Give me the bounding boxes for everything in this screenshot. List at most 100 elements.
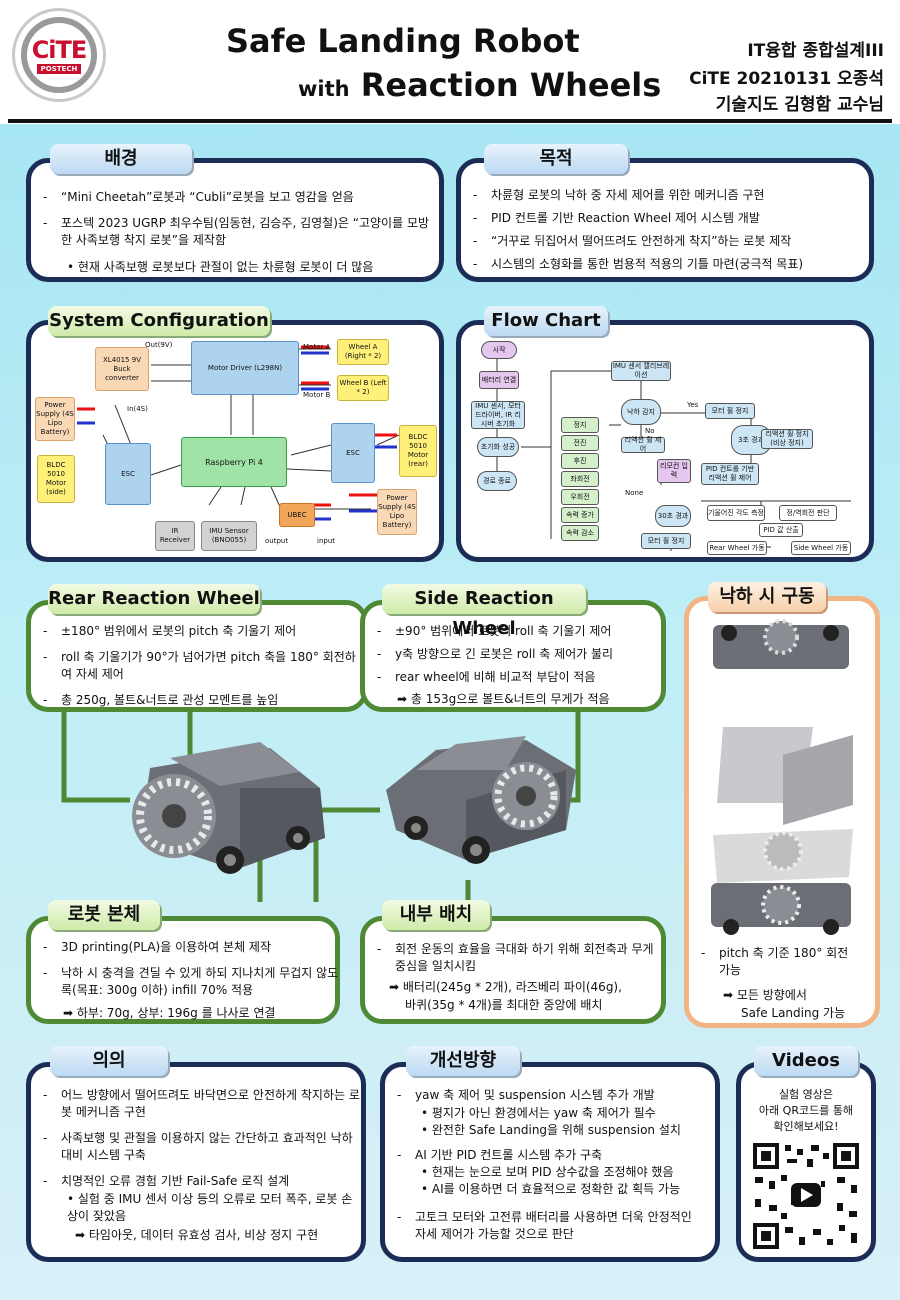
rear-item: roll 축 기울기가 90°가 넘어가면 pitch 축을 180° 회전하여… [39, 649, 363, 683]
system-config-box: Out(9V) In(4S) Motor A Motor B output in… [26, 320, 444, 562]
significance-item: 사족보행 및 관절을 이용하지 않는 간단하고 효과적인 낙하 대비 시스템 구… [39, 1130, 361, 1164]
purpose-item: “거꾸로 뒤집어서 떨어뜨려도 안전하게 착지”하는 로봇 제작 [469, 233, 869, 250]
purpose-item: 시스템의 소형화를 통한 범용적 적용의 기틀 마련(궁극적 목표) [469, 256, 869, 273]
cite-logo: CiTE POSTECH [12, 8, 106, 102]
improvement-box: yaw 축 제어 및 suspension 시스템 추가 개발 • 평지가 아닌… [380, 1062, 720, 1262]
videos-text: 아래 QR코드를 통해 [758, 1104, 854, 1117]
flow-menu-item: 속력 감소 [561, 525, 599, 541]
robot-body-box: 3D printing(PLA)을 이용하여 본체 제작 낙하 시 충격을 견딜… [26, 916, 340, 1024]
side-item: ±90° 범위에서 로봇의 roll 축 기울기 제어 [373, 623, 663, 640]
rear-wheel-label: Rear Reaction Wheel [48, 584, 260, 614]
flow-falling: 낙하 감지 [621, 399, 661, 425]
student-info: CiTE 20210131 오종석 [689, 69, 884, 89]
flow-remote: 리모컨 입력 [657, 459, 691, 483]
videos-text: 실험 영상은 [778, 1088, 834, 1101]
background-label: 배경 [50, 144, 192, 174]
power-supply-right-node: Power Supply (4S Lipo Battery) [377, 489, 417, 535]
body-item: 3D printing(PLA)을 이용하여 본체 제작 [39, 939, 339, 956]
side-item: rear wheel에 비해 비교적 부담이 적음 [373, 669, 663, 686]
buck-converter-node: XL4015 9V Buck converter [95, 347, 149, 391]
falling-drive-note: ➡ 모든 방향에서 [723, 988, 807, 1002]
internal-layout-label: 내부 배치 [382, 900, 490, 930]
falling-drive-note: Safe Landing 가능 [741, 1006, 846, 1020]
imu-sensor-node: IMU Sensor (BNO055) [201, 521, 257, 551]
significance-item: 어느 방향에서 떨어뜨려도 바닥면으로 안전하게 착지하는 로봇 메커니즘 구현 [39, 1087, 361, 1121]
motor-driver-node: Motor Driver (L298N) [191, 341, 299, 395]
falling-drive-box: pitch 축 기준 180° 회전 가능 ➡ 모든 방향에서 Safe Lan… [684, 596, 880, 1028]
bldc-rear-node: BLDC 5010 Motor (rear) [399, 425, 437, 477]
flow-pid: PID 컨트롤 기반 리액션 휠 제어 [701, 463, 759, 485]
falling-drive-item: pitch 축 기준 180° 회전 가능 [697, 945, 857, 979]
videos-label: Videos [754, 1046, 858, 1076]
in-label: In(4S) [127, 405, 148, 413]
flow-menu-item: 속력 증가 [561, 507, 599, 523]
falling-drive-label: 낙하 시 구동 [708, 582, 826, 612]
flow-init: IMU 센서, 모터 드라이버, IR 리시버 초기화 [471, 401, 525, 429]
flow-judge: 정/역회전 판단 [779, 505, 837, 521]
wheel-b-node: Wheel B (Left * 2) [337, 375, 389, 401]
flow-menu-item: 후진 [561, 453, 599, 469]
flow-side-drive: Side Wheel 가동 [791, 541, 851, 555]
rear-wheel-box: ±180° 범위에서 로봇의 pitch 축 기울기 제어 roll 축 기울기… [26, 600, 368, 712]
internal-layout-box: 회전 운동의 효율을 극대화 하기 위해 회전축과 무게중심을 일치시킴 ➡ 배… [360, 916, 666, 1024]
flow-menu-item: 정지 [561, 417, 599, 433]
out-label: Out(9V) [145, 341, 173, 349]
body-item: 낙하 시 충격을 견딜 수 있게 하되 지나치게 무겁지 않도록(목표: 300… [39, 965, 339, 999]
rear-robot-photo [132, 742, 325, 874]
side-note: ➡ 총 153g으로 볼트&너트의 무게가 적음 [397, 692, 610, 706]
logo-text: CiTE [31, 36, 88, 64]
purpose-item: 차륜형 로봇의 낙하 중 자세 제어를 위한 메커니즘 구현 [469, 187, 869, 204]
bldc-side-node: BLDC 5010 Motor (side) [37, 455, 75, 503]
esc-right-node: ESC [331, 423, 375, 483]
motor-b-label: Motor B [303, 391, 331, 399]
raspberry-pi-node: Raspberry Pi 4 [181, 437, 287, 487]
background-subitem: • 현재 사족보행 로봇보다 관절이 없는 차륜형 로봇이 더 많음 [67, 260, 374, 274]
output-label: output [265, 537, 289, 545]
videos-text: 확인해보세요! [773, 1120, 839, 1133]
purpose-item: PID 컨트롤 기반 Reaction Wheel 제어 시스템 개발 [469, 210, 869, 227]
flow-chart-label: Flow Chart [484, 306, 608, 336]
flow-no-label: No [645, 427, 655, 435]
side-wheel-box: ±90° 범위에서 로봇의 roll 축 기울기 제어 y축 방향으로 긴 로봇… [360, 600, 666, 712]
significance-label: 의의 [50, 1046, 168, 1076]
internal-item: 회전 운동의 효율을 극대화 하기 위해 회전축과 무게중심을 일치시킴 [373, 941, 663, 975]
flow-menu-item: 우회전 [561, 489, 599, 505]
side-robot-photo [386, 736, 576, 864]
purpose-box: 차륜형 로봇의 낙하 중 자세 제어를 위한 메커니즘 구현 PID 컨트롤 기… [456, 158, 874, 282]
flow-stop2: 모터 휠 정지 [641, 533, 691, 549]
side-wheel-label: Side Reaction Wheel [382, 584, 586, 639]
background-item: 포스텍 2023 UGRP 최우수팀(임동현, 김승주, 김영철)은 “고양이를… [39, 215, 435, 249]
flow-init-ok: 초기화 성공 [477, 437, 519, 457]
logo-sub: POSTECH [36, 64, 82, 74]
flow-yes-label: Yes [687, 401, 699, 409]
flow-menu-item: 좌회전 [561, 471, 599, 487]
input-label: input [317, 537, 336, 545]
significance-subitem: • 실험 중 IMU 센서 이상 등의 오류로 모터 폭주, 로봇 손상이 잦았… [67, 1192, 353, 1223]
video-qr-code[interactable] [751, 1141, 861, 1251]
internal-note: 바퀴(35g * 4개)를 최대한 중앙에 배치 [405, 998, 603, 1012]
improvement-label: 개선방향 [406, 1046, 520, 1076]
ir-receiver-node: IR Receiver [155, 521, 195, 551]
course-name: IT융합 종합설계III [747, 41, 884, 61]
flow-30sec: 30초 경과 [655, 505, 691, 527]
purpose-label: 목적 [484, 144, 628, 174]
improvement-item: 고토크 모터와 고전류 배터리를 사용하면 더욱 안정적인 자세 제어가 가능할… [393, 1209, 693, 1243]
robot-body-label: 로봇 본체 [48, 900, 160, 930]
background-item: “Mini Cheetah”로봇과 “Cubli”로봇을 보고 영감을 얻음 [39, 189, 435, 206]
motor-a-label: Motor A [303, 343, 331, 351]
flow-none: None [625, 489, 644, 497]
falling-sequence-photos [711, 619, 853, 935]
flow-menu-item: 전진 [561, 435, 599, 451]
improvement-subitem: • 완전한 Safe Landing을 위해 suspension 설치 [421, 1123, 681, 1137]
flow-end: 경로 종료 [477, 471, 517, 491]
background-box: “Mini Cheetah”로봇과 “Cubli”로봇을 보고 영감을 얻음 포… [26, 158, 444, 282]
flow-stop1: 모터 휠 정지 [705, 403, 755, 419]
flow-battery: 배터리 연결 [479, 371, 519, 389]
system-config-label: System Configuration [48, 306, 270, 336]
internal-note: ➡ 배터리(245g * 2개), 라즈베리 파이(46g), [389, 980, 622, 994]
improvement-subitem: • 평지가 아닌 환경에서는 yaw 축 제어가 필수 [421, 1106, 656, 1120]
power-supply-side-node: Power Supply (4S Lipo Battery) [35, 397, 75, 441]
flow-pid-calc: PID 값 산출 [759, 523, 803, 537]
improvement-item: yaw 축 제어 및 suspension 시스템 추가 개발 [393, 1087, 715, 1104]
advisor-info: 기술지도 김형함 교수님 [715, 95, 884, 115]
